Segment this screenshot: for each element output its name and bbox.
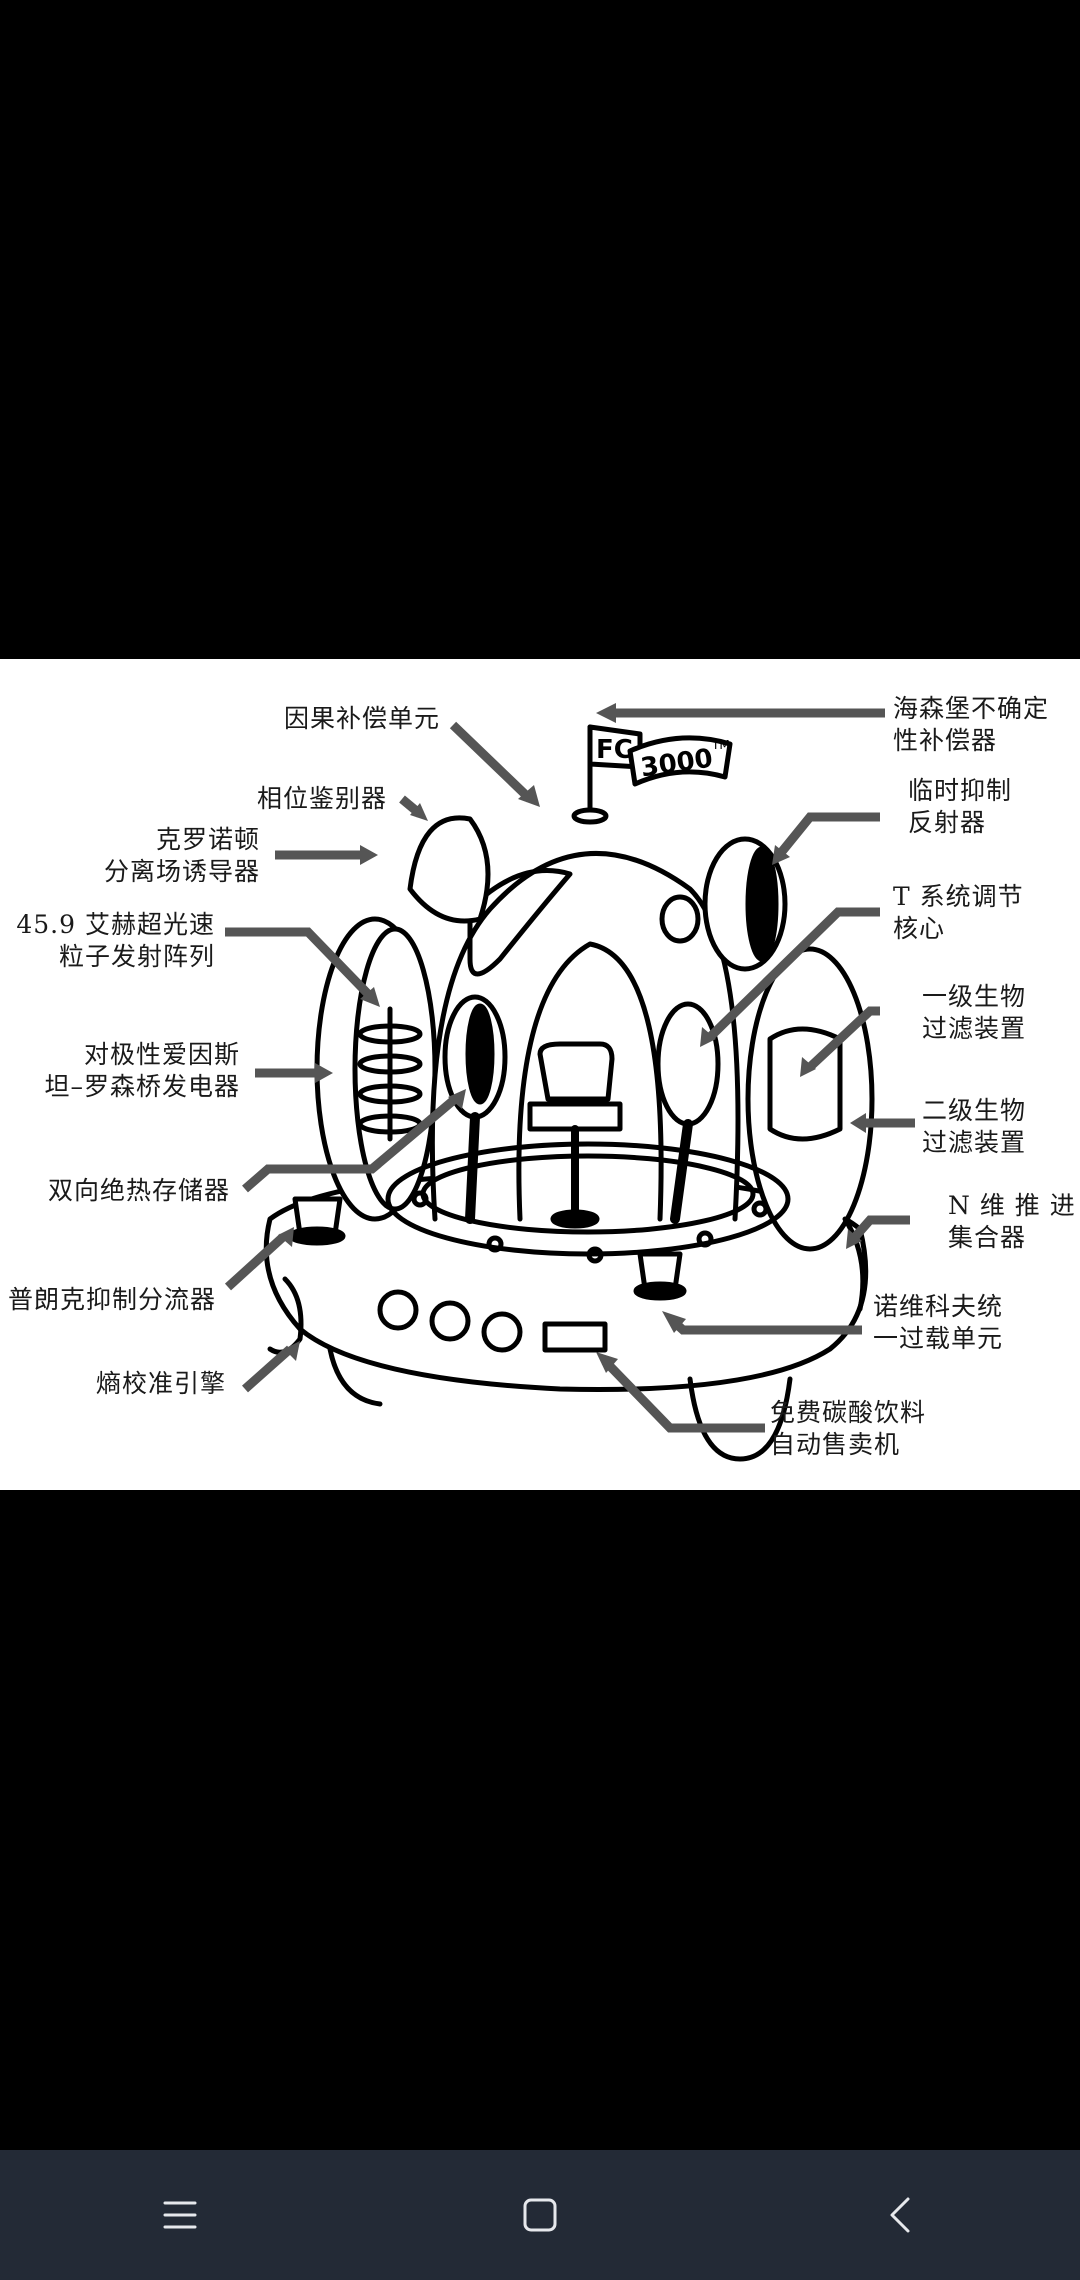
label-n-dimensional-collector: N 维 推 进 集合器 [948, 1191, 1076, 1252]
home-button[interactable] [480, 2160, 600, 2270]
label-adiabatic-storage: 双向绝热存储器 [48, 1176, 231, 1205]
system-navigation-bar [0, 2150, 1080, 2280]
label-primary-bio-filter: 一级生物 过滤装置 [922, 982, 1027, 1043]
machine-illustration: FC 3000 TM [224, 703, 915, 1462]
label-heisenberg-compensator: 海森堡不确定 性补偿器 [893, 694, 1050, 755]
label-entropy-engine: 熵校准引擎 [96, 1369, 227, 1398]
menu-icon [163, 2201, 197, 2229]
banner-tm: TM [711, 738, 730, 752]
label-phase-discriminator: 相位鉴别器 [257, 784, 388, 813]
label-t-system-core: T 系统调节 核心 [893, 882, 1024, 943]
image-viewer[interactable]: FC 3000 TM 因果补偿单元 海森堡不确定 性补偿器 相位鉴别器 克罗诺顿… [0, 0, 1080, 2150]
back-icon [890, 2197, 910, 2233]
label-novikov-overload-unit: 诺维科夫统 一过载单元 [873, 1292, 1004, 1353]
back-button[interactable] [840, 2160, 960, 2270]
label-chronoton-field-inducer: 克罗诺顿 分离场诱导器 [103, 825, 260, 886]
flag-text: FC [596, 735, 633, 765]
menu-button[interactable] [120, 2160, 240, 2270]
label-einstein-rosen-generator: 对极性爱因斯 坦–罗森桥发电器 [44, 1040, 240, 1101]
diagram-panel: FC 3000 TM 因果补偿单元 海森堡不确定 性补偿器 相位鉴别器 克罗诺顿… [0, 659, 1080, 1490]
label-tachyon-emitter-array: 45.9 艾赫超光速 粒子发射阵列 [16, 910, 215, 971]
home-icon [523, 2198, 557, 2232]
label-secondary-bio-filter: 二级生物 过滤装置 [922, 1096, 1027, 1157]
label-soda-vending-machine: 免费碳酸饮料 自动售卖机 [770, 1398, 927, 1459]
label-causal-compensation-unit: 因果补偿单元 [284, 704, 441, 733]
label-planck-shunt: 普朗克抑制分流器 [8, 1285, 217, 1314]
label-temporal-suppression-reflector: 临时抑制 反射器 [908, 776, 1013, 837]
